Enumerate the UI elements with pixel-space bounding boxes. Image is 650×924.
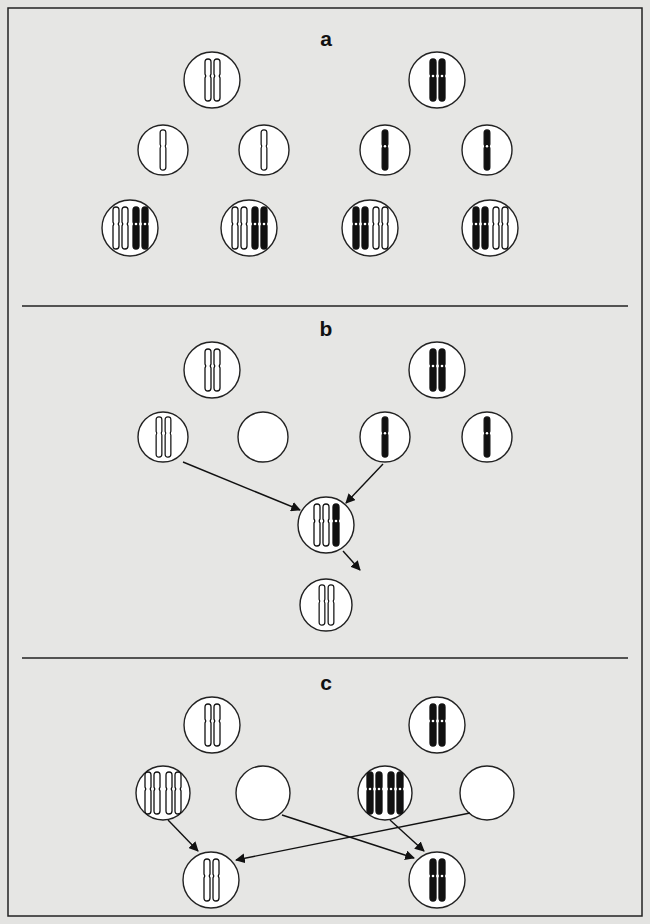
divider bbox=[22, 657, 628, 658]
panel-letter: b bbox=[320, 318, 333, 339]
frame bbox=[8, 8, 642, 916]
divider bbox=[22, 305, 628, 306]
panel-letter: c bbox=[320, 672, 332, 693]
chromosomes bbox=[113, 59, 508, 901]
cell-circles bbox=[102, 52, 518, 908]
arrows bbox=[168, 462, 470, 860]
panel-letter: a bbox=[320, 28, 332, 49]
